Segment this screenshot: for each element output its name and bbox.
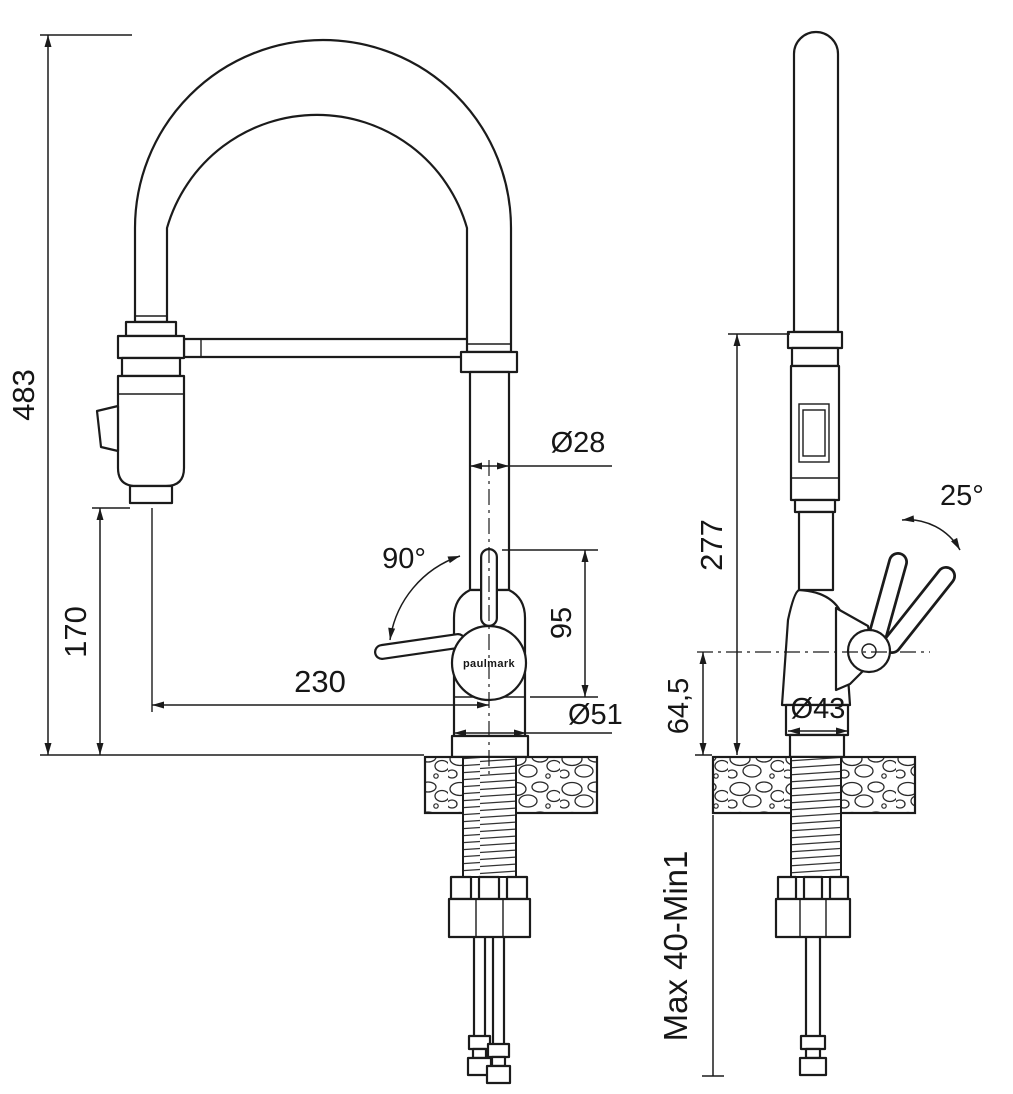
dim-swivel-angle — [388, 555, 461, 641]
label-handle-zone: 95 — [546, 607, 578, 639]
supply-hose-left — [472, 937, 487, 1036]
mounting-hardware-front — [447, 756, 532, 1085]
label-spout-reach: 230 — [294, 664, 346, 699]
dimension-labels: 483 170 Ø28 90° 95 230 Ø51 277 25° 64,5 … — [6, 369, 984, 1041]
label-base-height: 64,5 — [663, 678, 695, 734]
spray-mode-lever — [95, 404, 120, 453]
mounting-nut-side — [774, 897, 852, 939]
label-spray-clearance: 170 — [58, 606, 93, 658]
dim-handle-tilt — [901, 515, 961, 551]
handle-side — [846, 552, 956, 674]
label-mount-thickness: Max 40-Min1 — [657, 851, 694, 1042]
dim-spout-reach — [151, 508, 489, 712]
base-flange — [450, 734, 530, 759]
dim-overall-height — [40, 34, 424, 756]
dimension-lines — [40, 34, 961, 1077]
front-view: paulmark — [95, 38, 599, 1085]
label-base-diameter-side: Ø43 — [791, 693, 846, 725]
column-side — [792, 30, 840, 334]
label-base-diameter-front: Ø51 — [568, 699, 623, 731]
spout-holder-arm — [182, 337, 467, 359]
mounting-hardware-side — [774, 756, 852, 1077]
label-column-height: 277 — [694, 519, 729, 571]
spray-head-side — [789, 364, 841, 514]
label-handle-tilt: 25° — [940, 480, 984, 512]
label-spout-diameter: Ø28 — [551, 427, 606, 459]
spray-head — [95, 320, 186, 505]
supply-hose-right — [491, 937, 506, 1044]
neck-side — [797, 510, 835, 592]
dim-handle-zone — [502, 549, 598, 698]
mounting-nut-front — [447, 897, 532, 939]
dim-spray-clearance — [92, 507, 130, 755]
label-overall-height: 483 — [6, 369, 41, 421]
side-view — [697, 30, 956, 1077]
flexible-hose — [133, 38, 513, 354]
label-swivel-angle: 90° — [382, 543, 426, 575]
dim-mount-thickness — [702, 815, 724, 1077]
spray-nozzle — [128, 484, 174, 505]
supply-hose-side — [804, 937, 822, 1036]
